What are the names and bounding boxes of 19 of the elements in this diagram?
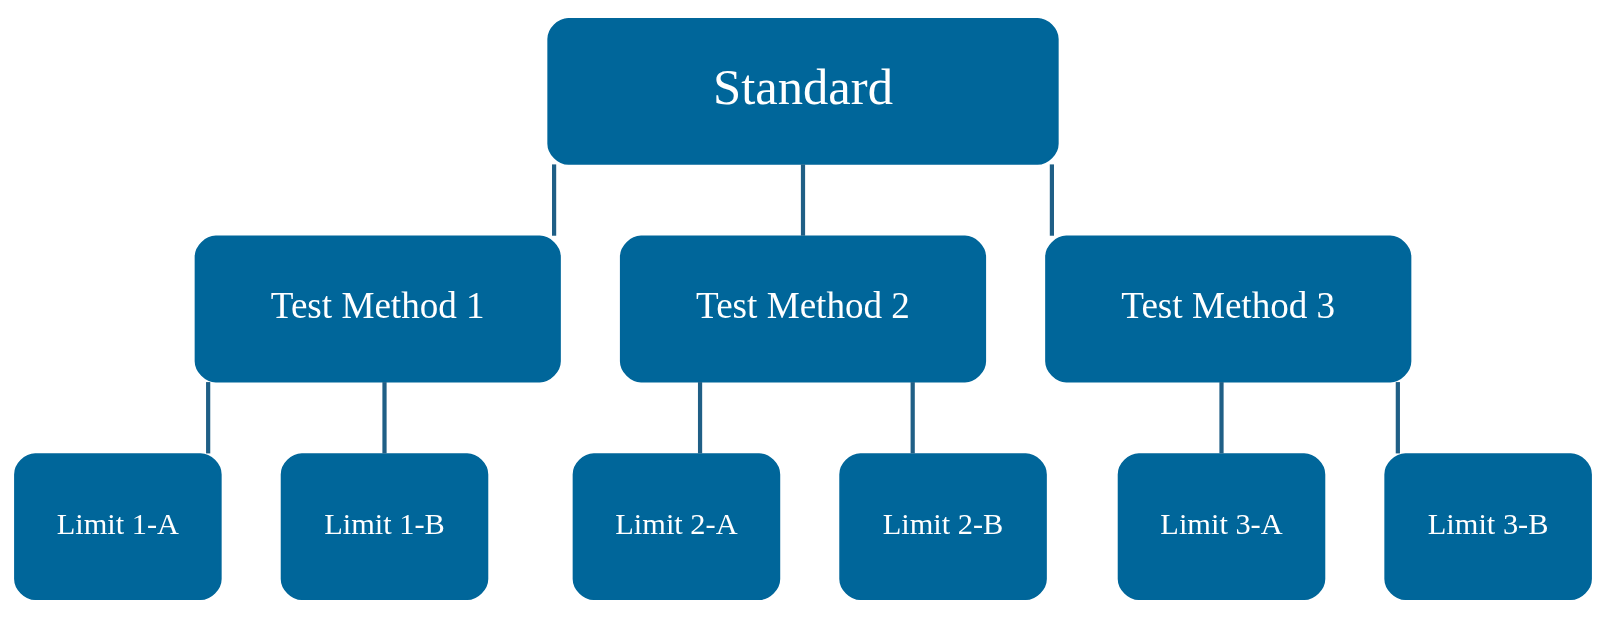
connector xyxy=(206,382,211,454)
node-box: Test Method 1 xyxy=(194,235,561,383)
connector xyxy=(910,382,915,454)
connector xyxy=(1049,164,1054,236)
connector xyxy=(1395,382,1400,454)
connector xyxy=(552,164,557,236)
node-box: Test Method 3 xyxy=(1045,235,1412,383)
node-box: Limit 2-A xyxy=(572,453,781,601)
node-box: Limit 3-B xyxy=(1384,453,1592,601)
connector xyxy=(382,382,387,454)
connector xyxy=(1219,382,1224,454)
node-box: Limit 1-B xyxy=(280,453,489,601)
connector xyxy=(800,164,806,236)
node-box: Limit 2-B xyxy=(839,453,1047,601)
node-box: Limit 3-A xyxy=(1117,453,1326,601)
connector xyxy=(697,382,703,454)
node-box: Standard xyxy=(547,17,1059,165)
node-box: Limit 1-A xyxy=(14,453,222,601)
node-box: Test Method 2 xyxy=(619,235,987,383)
